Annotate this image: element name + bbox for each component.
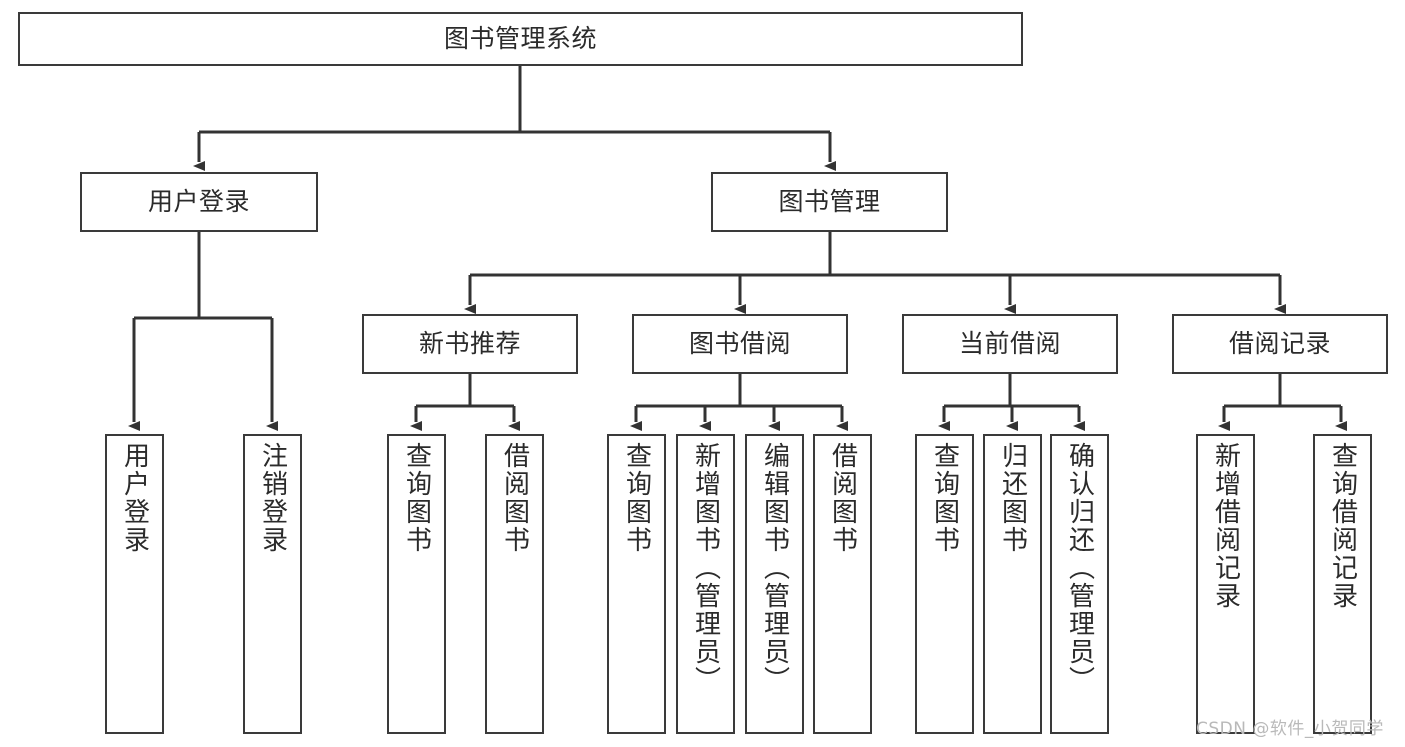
node-new-book-recommend-label: 新书推荐 [418,329,521,359]
leaf-confirm-return-admin[interactable]: 确认归还（管理员） [1050,434,1109,734]
leaf-add-borrow-record-label: 新增借阅记录 [1210,442,1241,610]
leaf-add-book-admin-label: 新增图书（管理员） [690,442,721,694]
leaf-query-book-borrow-label: 查询图书 [621,442,652,554]
node-new-book-recommend[interactable]: 新书推荐 [362,314,578,374]
leaf-edit-book-admin-label: 编辑图书（管理员） [759,442,790,694]
node-borrow-records-label: 借阅记录 [1228,329,1331,359]
node-book-management-label: 图书管理 [778,187,881,217]
leaf-user-login[interactable]: 用户登录 [105,434,164,734]
leaf-logout[interactable]: 注销登录 [243,434,302,734]
leaf-query-book-borrow[interactable]: 查询图书 [607,434,666,734]
node-user-login-label: 用户登录 [147,187,250,217]
leaf-edit-book-admin[interactable]: 编辑图书（管理员） [745,434,804,734]
leaf-confirm-return-admin-label: 确认归还（管理员） [1064,442,1095,694]
leaf-user-login-label: 用户登录 [119,442,150,554]
node-user-login[interactable]: 用户登录 [80,172,318,232]
node-borrow-records[interactable]: 借阅记录 [1172,314,1388,374]
leaf-return-book-label: 归还图书 [997,442,1028,554]
leaf-query-book-current-label: 查询图书 [929,442,960,554]
leaf-query-book-newbook[interactable]: 查询图书 [387,434,446,734]
node-book-borrow[interactable]: 图书借阅 [632,314,848,374]
leaf-query-borrow-record-label: 查询借阅记录 [1327,442,1358,610]
node-root[interactable]: 图书管理系统 [18,12,1023,66]
node-current-borrow[interactable]: 当前借阅 [902,314,1118,374]
leaf-borrow-book-newbook-label: 借阅图书 [499,442,530,554]
leaf-add-book-admin[interactable]: 新增图书（管理员） [676,434,735,734]
leaf-logout-label: 注销登录 [257,442,288,554]
leaf-borrow-book-label: 借阅图书 [827,442,858,554]
leaf-add-borrow-record[interactable]: 新增借阅记录 [1196,434,1255,734]
node-current-borrow-label: 当前借阅 [958,329,1061,359]
leaf-borrow-book-newbook[interactable]: 借阅图书 [485,434,544,734]
leaf-query-book-newbook-label: 查询图书 [401,442,432,554]
leaf-return-book[interactable]: 归还图书 [983,434,1042,734]
node-book-management[interactable]: 图书管理 [711,172,948,232]
leaf-borrow-book[interactable]: 借阅图书 [813,434,872,734]
node-book-borrow-label: 图书借阅 [688,329,791,359]
csdn-watermark: CSDN @软件_小贺同学 [1196,719,1384,739]
node-root-label: 图书管理系统 [443,24,597,54]
leaf-query-book-current[interactable]: 查询图书 [915,434,974,734]
leaf-query-borrow-record[interactable]: 查询借阅记录 [1313,434,1372,734]
